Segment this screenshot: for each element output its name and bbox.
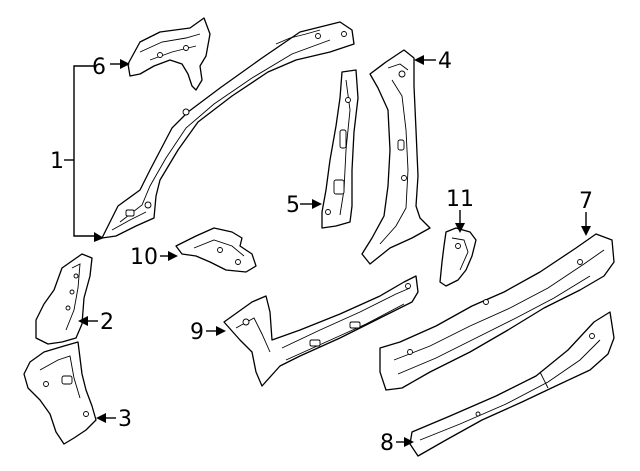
callout-label-6: 6: [92, 55, 106, 80]
callout-label-11: 11: [446, 187, 474, 212]
part-6-pillar-reinforcement[interactable]: [127, 17, 211, 91]
callout-label-2: 2: [100, 310, 114, 335]
callout-label-7: 7: [579, 189, 593, 214]
callout-1: 1: [50, 65, 104, 242]
part-7-rocker-outer[interactable]: [379, 233, 615, 391]
callout-7: 7: [579, 189, 593, 236]
callout-11: 11: [446, 187, 474, 233]
part-11-reinforcement[interactable]: [439, 227, 477, 287]
part-2-hinge-pillar[interactable]: [35, 253, 93, 345]
part-4-center-pillar[interactable]: [361, 49, 431, 265]
callout-label-4: 4: [438, 49, 452, 74]
callout-2: 2: [78, 310, 114, 335]
part-8-rocker-reinforcement[interactable]: [409, 311, 615, 457]
part-5-center-pillar-reinforcement[interactable]: [321, 69, 359, 229]
part-9-rocker-inner[interactable]: [223, 275, 419, 387]
callout-10: 10: [130, 245, 178, 270]
part-10-bracket[interactable]: [175, 227, 257, 273]
callout-label-8: 8: [380, 431, 394, 456]
callout-label-1: 1: [50, 149, 64, 174]
callout-label-10: 10: [130, 245, 158, 270]
part-1-front-pillar-roof-rail[interactable]: [101, 21, 355, 239]
callout-label-3: 3: [118, 407, 132, 432]
callout-5: 5: [286, 193, 322, 218]
callout-8: 8: [380, 431, 414, 456]
callout-label-9: 9: [190, 320, 204, 345]
callout-label-5: 5: [286, 193, 300, 218]
callout-4: 4: [414, 49, 452, 74]
callout-3: 3: [96, 407, 132, 432]
callout-6: 6: [92, 55, 130, 80]
part-3-hinge-pillar-inner[interactable]: [23, 341, 97, 445]
callout-9: 9: [190, 320, 226, 345]
